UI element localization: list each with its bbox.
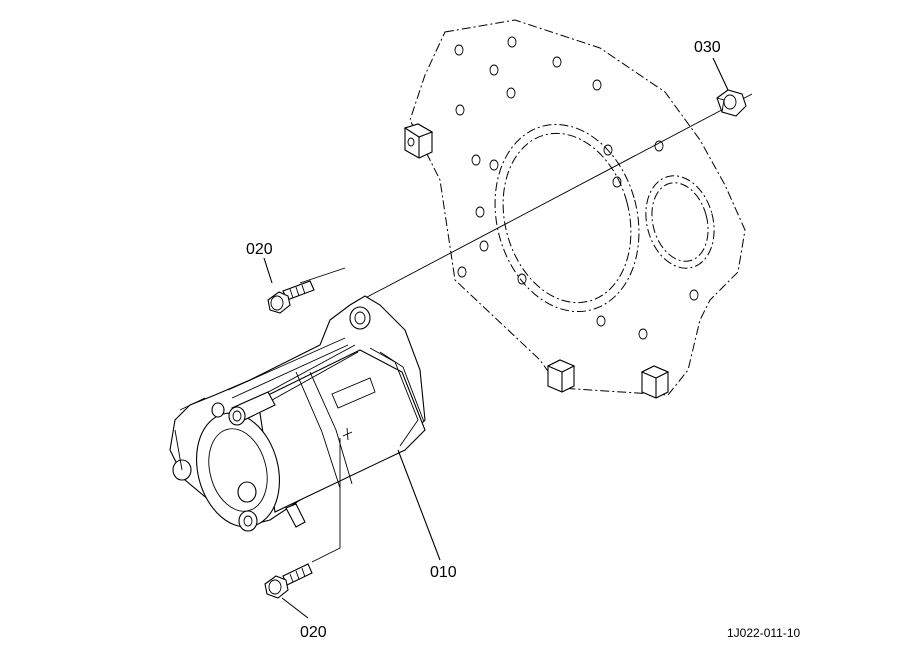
- starter-motor-010: [169, 295, 426, 532]
- bolt-lower-020: [264, 438, 341, 599]
- callout-010: 010: [430, 564, 457, 581]
- callout-020-lower: 020: [300, 624, 327, 641]
- assembly-axis: [351, 93, 753, 306]
- back-plate: [403, 19, 746, 399]
- nut-030: [716, 89, 747, 117]
- bolt-upper-020: [267, 267, 346, 314]
- callout-030: 030: [694, 39, 721, 56]
- callout-020-upper: 020: [246, 241, 273, 258]
- figure-code: 1J022-011-10: [727, 626, 800, 640]
